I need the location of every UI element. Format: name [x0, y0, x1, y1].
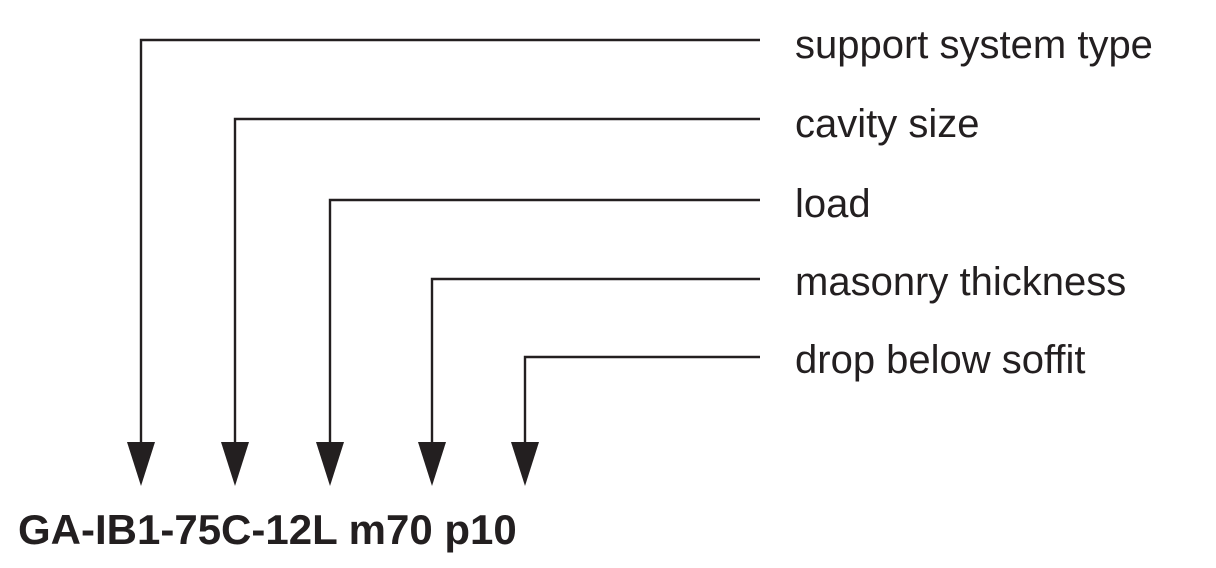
callout-drop-below-soffit: drop below soffit — [511, 338, 1086, 486]
arrowhead-cavity-size — [221, 442, 249, 486]
arrowhead-drop-below-soffit — [511, 442, 539, 486]
label-masonry-thickness: masonry thickness — [795, 260, 1126, 304]
callout-support-system-type: support system type — [127, 23, 1153, 486]
leader-line-masonry-thickness — [430, 277, 760, 450]
leader-line-load — [328, 198, 760, 450]
label-load: load — [795, 182, 871, 226]
leader-line-drop-below-soffit — [523, 355, 760, 450]
label-drop-below-soffit: drop below soffit — [795, 338, 1086, 382]
arrowhead-load — [316, 442, 344, 486]
arrowhead-support-system-type — [127, 442, 155, 486]
label-support-system-type: support system type — [795, 23, 1153, 67]
arrowhead-masonry-thickness — [418, 442, 446, 486]
leader-line-support-system-type — [139, 38, 760, 450]
label-cavity-size: cavity size — [795, 102, 980, 146]
callout-cavity-size: cavity size — [221, 102, 980, 486]
leader-line-cavity-size — [233, 117, 760, 450]
callout-masonry-thickness: masonry thickness — [418, 260, 1126, 486]
callout-load: load — [316, 182, 871, 486]
product-designation-code: GA-IB1-75C-12L m70 p10 — [18, 506, 517, 553]
